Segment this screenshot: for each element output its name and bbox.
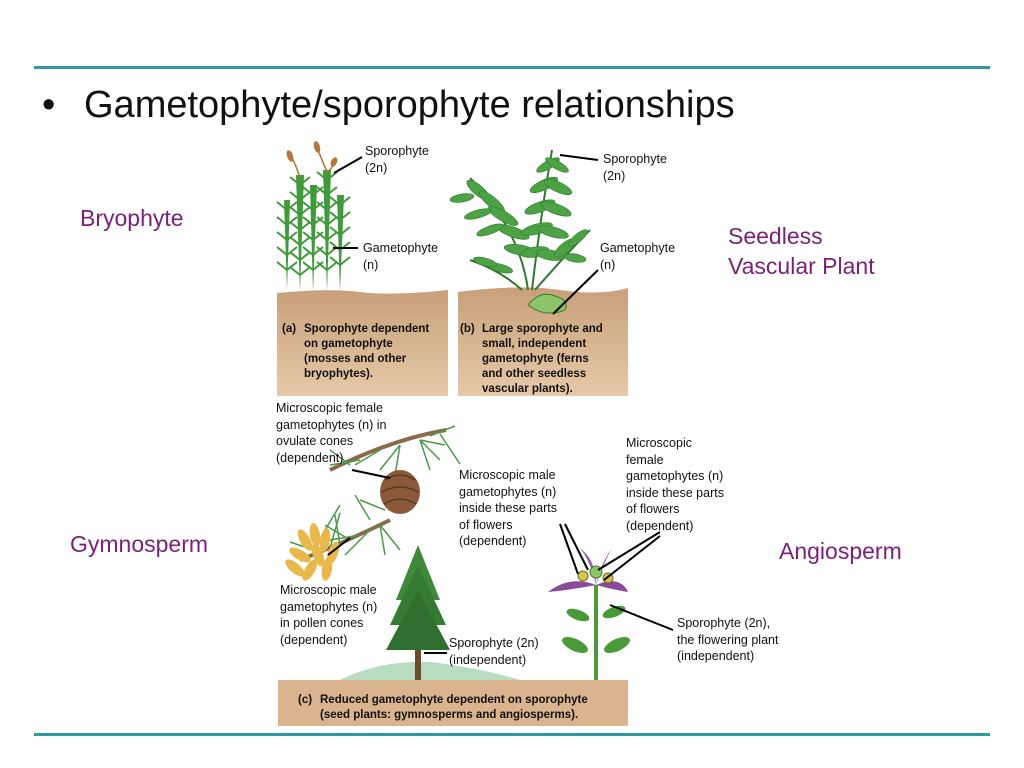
label-angiosperm: Angiosperm	[779, 538, 902, 564]
moss-panel	[276, 141, 448, 396]
pollen-cones	[285, 523, 340, 581]
fern-soil	[458, 287, 628, 396]
bottom-divider	[34, 733, 990, 736]
fern-panel	[449, 149, 628, 396]
angiosperm-sporophyte-label: Sporophyte (2n), the flowering plant (in…	[677, 616, 779, 663]
title-bullet: •	[42, 84, 56, 126]
fern-sporophyte-label: Sporophyte (2n)	[603, 152, 667, 183]
fern-gametophyte-label: Gametophyte (n)	[600, 241, 676, 272]
label-gymnosperm: Gymnosperm	[70, 531, 209, 557]
moss-soil	[277, 290, 448, 396]
seed-plant-panel	[278, 425, 674, 726]
moss-gametophyte-label: Gametophyte (n)	[363, 241, 439, 272]
angiosperm-male-gametophyte-label: Microscopic male gametophytes (n) inside…	[459, 468, 557, 548]
moss-gametophyte-shoots	[276, 170, 351, 292]
angiosperm-female-gametophyte-label: Microscopic female gametophytes (n) insi…	[626, 436, 724, 533]
label-seedless-line1: Seedless	[728, 223, 823, 249]
fern-gametophyte-pointer	[552, 269, 599, 315]
label-seedless-vascular: Seedless Vascular Plant	[728, 221, 875, 281]
gymnosperm-female-gametophyte-label: Microscopic female gametophytes (n) in o…	[276, 401, 387, 465]
gymnosperm-male-gametophyte-label: Microscopic male gametophytes (n) in pol…	[280, 583, 378, 647]
pine-tree	[386, 545, 450, 680]
seed-panel-pointers	[327, 469, 674, 654]
moss-capsules	[286, 141, 338, 167]
fern-sporophyte-pointer	[559, 154, 599, 161]
moss-sporophyte-label: Sporophyte (2n)	[365, 144, 429, 175]
label-bryophyte: Bryophyte	[80, 205, 184, 231]
label-seedless-line2: Vascular Plant	[728, 253, 875, 279]
gymnosperm-sporophyte-label: Sporophyte (2n) (independent)	[449, 636, 539, 667]
slide-title: Gametophyte/sporophyte relationships	[84, 84, 735, 126]
fern-sporophyte-fronds	[449, 149, 591, 291]
moss-sporophyte-pointer	[333, 156, 363, 174]
seed-panel-soil	[278, 680, 628, 726]
ovulate-cone	[380, 470, 420, 514]
top-divider	[34, 66, 990, 69]
